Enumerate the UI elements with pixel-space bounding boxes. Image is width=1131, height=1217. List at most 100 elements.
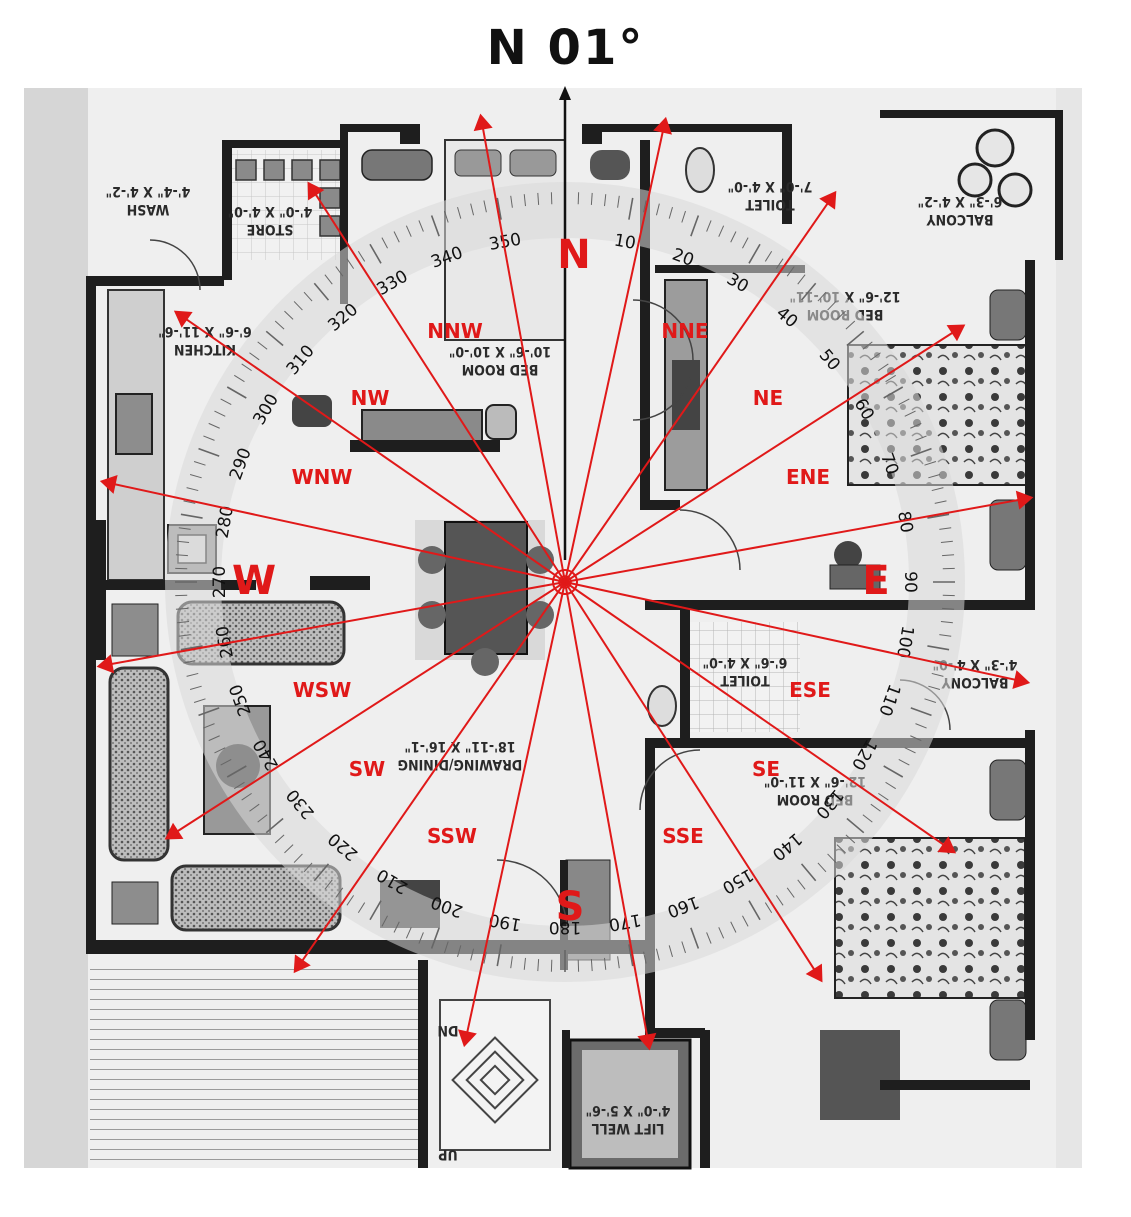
protractor-tick xyxy=(284,844,294,854)
room-name: BALCONY xyxy=(926,211,994,227)
protractor-tick xyxy=(483,951,487,964)
protractor-tick xyxy=(265,330,284,347)
protractor-tick xyxy=(186,487,199,492)
protractor-tick xyxy=(470,203,475,216)
protractor-tick xyxy=(198,707,220,717)
protractor-tick xyxy=(470,948,475,961)
protractor-tick xyxy=(800,863,817,882)
protractor-tick xyxy=(800,282,817,301)
protractor-tick xyxy=(742,915,749,927)
protractor-tick xyxy=(862,814,873,823)
protractor-tick xyxy=(904,410,916,417)
protractor-tick xyxy=(915,435,927,441)
protractor-tick xyxy=(249,803,260,812)
ray-arrowhead xyxy=(458,1029,477,1048)
protractor-tick xyxy=(870,803,881,812)
protractor-tick xyxy=(934,500,947,504)
ray-arrowhead xyxy=(637,1032,657,1051)
direction-label-ne: NE xyxy=(753,386,783,410)
protractor-tick xyxy=(208,422,220,429)
protractor-tick xyxy=(208,735,220,742)
protractor-tick xyxy=(274,834,285,844)
protractor-tick xyxy=(303,291,313,302)
direction-label-sse: SSE xyxy=(662,824,704,848)
protractor-tick xyxy=(180,513,203,519)
protractor-tick xyxy=(681,210,686,223)
protractor-tick xyxy=(655,203,660,216)
protractor-tick xyxy=(203,723,215,729)
protractor-tick xyxy=(346,258,355,269)
direction-ray xyxy=(564,581,821,978)
direction-label-se: SE xyxy=(752,757,780,781)
ray-arrowhead xyxy=(96,654,115,674)
protractor-tick xyxy=(604,194,607,207)
protractor-tick xyxy=(643,951,647,964)
protractor-tick xyxy=(444,941,449,954)
protractor-tick xyxy=(764,902,773,914)
direction-ray xyxy=(564,581,1025,683)
room-size: 6'-6" X 11'-6" xyxy=(158,323,252,339)
protractor-tick xyxy=(845,320,856,330)
degree-label: 270 xyxy=(210,566,230,598)
direction-ray xyxy=(564,581,650,1045)
protractor-tick xyxy=(742,237,749,249)
protractor-tick xyxy=(303,862,313,873)
protractor-tick xyxy=(381,237,388,249)
direction-label-nw: NW xyxy=(351,386,390,410)
protractor-tick xyxy=(817,291,827,302)
protractor-tick xyxy=(706,932,712,944)
direction-ray xyxy=(169,581,566,838)
protractor-tick xyxy=(214,410,226,417)
protractor-tick xyxy=(313,282,330,301)
protractor-tick xyxy=(924,698,937,703)
protractor-tick xyxy=(198,447,220,457)
ray-arrowhead xyxy=(653,116,672,135)
protractor-tick xyxy=(257,341,268,350)
protractor-tick xyxy=(293,301,303,311)
protractor-tick xyxy=(193,461,206,466)
protractor-tick xyxy=(510,195,513,208)
protractor-tick xyxy=(369,900,382,921)
room-size: 4'-4" X 4'-2" xyxy=(106,183,191,199)
room-name: KITCHEN xyxy=(174,341,236,357)
protractor-tick xyxy=(730,921,737,933)
protractor-tick xyxy=(786,266,795,277)
protractor-tick xyxy=(186,672,199,677)
cardinal-label-n: N xyxy=(557,232,590,278)
right-margin xyxy=(1056,88,1082,1168)
protractor-tick xyxy=(883,765,904,778)
degree-label: 90 xyxy=(900,571,920,593)
protractor-tick xyxy=(418,220,424,232)
protractor-tick xyxy=(604,957,607,970)
direction-label-ssw: SSW xyxy=(427,824,477,848)
protractor-tick xyxy=(910,422,922,429)
direction-ray xyxy=(309,186,566,583)
protractor-tick xyxy=(183,500,196,504)
stair-down-label: DN xyxy=(438,1022,459,1038)
degree-label: 180 xyxy=(549,917,581,937)
north-deviation-heading: N 01° xyxy=(486,20,645,76)
direction-ray xyxy=(564,195,834,583)
room-name: LIFT WELL xyxy=(592,1120,665,1136)
protractor-tick xyxy=(628,944,634,967)
protractor-tick xyxy=(836,844,846,854)
direction-label-ene: ENE xyxy=(786,465,830,489)
direction-ray xyxy=(564,122,666,583)
room-size: 4'-0" X 4'-0" xyxy=(228,203,313,219)
protractor-tick xyxy=(617,195,620,208)
protractor-tick xyxy=(346,895,355,906)
protractor-tick xyxy=(203,435,215,441)
protractor-tick xyxy=(655,948,660,961)
ray-arrowhead xyxy=(164,822,184,840)
direction-rays xyxy=(96,113,1034,1051)
direction-label-ese: ESE xyxy=(789,678,831,702)
protractor-tick xyxy=(939,527,952,530)
protractor-tick xyxy=(690,927,700,949)
protractor-tick xyxy=(928,474,941,479)
protractor-tick xyxy=(457,206,462,219)
protractor-tick xyxy=(730,231,737,243)
protractor-tick xyxy=(175,607,188,610)
protractor-tick xyxy=(904,747,916,754)
